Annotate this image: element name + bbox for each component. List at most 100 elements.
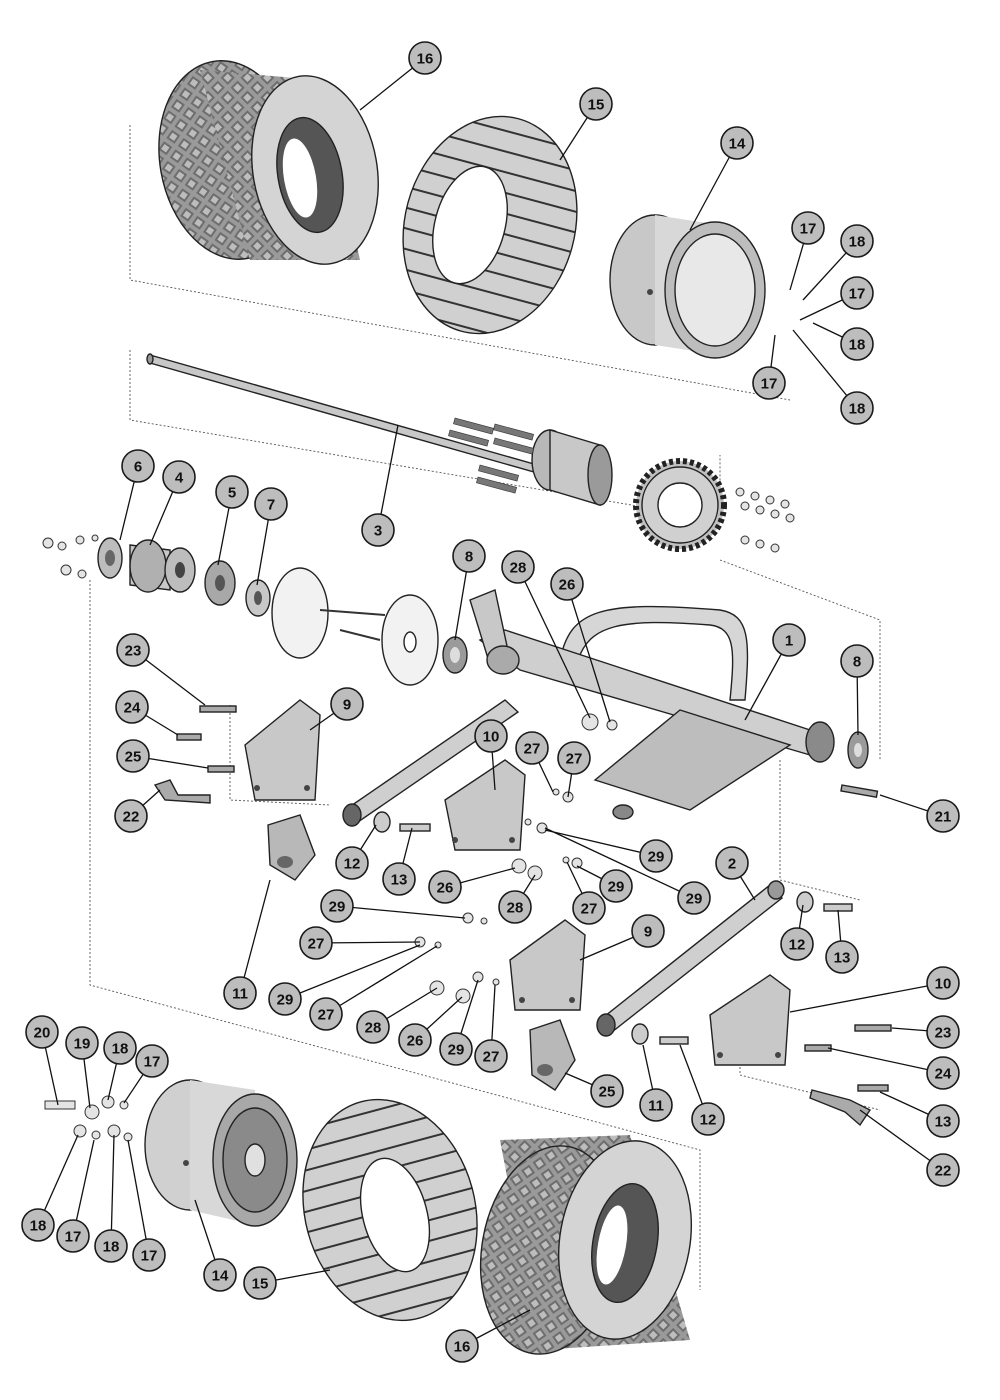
callout-number: 22 [123,809,140,826]
callout-27: 27 [515,731,549,765]
leader-line [315,941,421,944]
callout-number: 26 [437,880,454,897]
upper-torsion-bar [342,699,520,827]
callout-circle [572,891,606,925]
callout-28: 28 [498,890,532,924]
callout-circle [114,799,148,833]
callout-number: 5 [228,485,236,502]
callout-number: 27 [566,751,583,768]
callout-number: 12 [344,856,361,873]
callout-circle [515,731,549,765]
callout-circle [25,1015,59,1049]
callout-circle [215,475,249,509]
callout-number: 18 [30,1218,47,1235]
callout-number: 18 [849,234,866,251]
callout-number: 19 [74,1036,91,1053]
leader-line [325,945,438,1015]
top-tube-part-15 [402,115,578,335]
callout-12: 12 [691,1102,725,1136]
callout-circle [243,1266,277,1300]
callout-number: 22 [935,1163,952,1180]
callout-circle [557,741,591,775]
leader-line [284,944,421,1000]
callout-18: 18 [94,1229,128,1263]
callout-26: 26 [428,870,462,904]
callout-number: 24 [124,700,141,717]
callout-number: 17 [800,221,817,238]
leader-line [827,1047,944,1074]
callout-13: 13 [382,862,416,896]
callout-circle [398,1023,432,1057]
callout-number: 8 [465,549,473,566]
callout-number: 14 [729,136,746,153]
callout-29: 29 [320,889,354,923]
callout-number: 10 [935,976,952,993]
callout-number: 28 [365,1020,382,1037]
callout-circle [840,391,874,425]
callout-17: 17 [56,1219,90,1253]
callout-number: 27 [581,901,598,918]
top-tire-part-16 [158,60,379,265]
leader-line [789,982,944,1013]
callout-circle [445,1329,479,1363]
callout-10: 10 [474,719,508,753]
callout-circle [840,224,874,258]
callout-7: 7 [254,487,288,521]
callout-23: 23 [926,1015,960,1049]
callout-24: 24 [926,1056,960,1090]
callout-circle [715,846,749,880]
callout-circle [926,1015,960,1049]
callout-number: 28 [510,560,527,577]
callout-circle [162,460,196,494]
callout-circle [474,1039,508,1073]
callout-22: 22 [114,799,148,833]
leader-line [792,329,858,409]
callout-29: 29 [268,982,302,1016]
callout-number: 27 [308,936,325,953]
nut-part-8-right [847,731,869,769]
callout-circle [382,862,416,896]
callout-circle [408,41,442,75]
nut-washer-hardware [414,713,618,1004]
callout-9: 9 [330,687,364,721]
callout-number: 15 [588,97,605,114]
callout-18: 18 [840,327,874,361]
callout-circle [840,276,874,310]
callout-number: 26 [407,1033,424,1050]
callout-14: 14 [203,1258,237,1292]
callout-circle [752,366,786,400]
callout-number: 29 [608,879,625,896]
callout-number: 11 [648,1098,664,1115]
callout-circle [791,211,825,245]
callout-number: 9 [644,924,652,941]
callout-circle [254,487,288,521]
callout-number: 17 [141,1248,158,1265]
callout-number: 13 [391,872,408,889]
callout-circle [579,87,613,121]
leader-line [859,1109,944,1171]
callout-8: 8 [840,644,874,678]
callout-number: 4 [175,470,184,487]
callout-27: 27 [309,997,343,1031]
callout-circle [926,799,960,833]
callout-number: 18 [112,1041,129,1058]
callout-number: 17 [849,286,866,303]
callout-circle [639,839,673,873]
callout-circle [691,1102,725,1136]
callout-number: 29 [329,899,346,916]
callout-number: 23 [125,643,142,660]
callout-number: 1 [785,633,793,650]
callout-number: 27 [524,741,541,758]
clamp-part-11-upper [267,814,316,881]
callout-25: 25 [590,1074,624,1108]
callout-circle [452,539,486,573]
leader-line [127,1139,150,1256]
callout-circle [474,719,508,753]
callout-17: 17 [135,1044,169,1078]
callout-circle [825,940,859,974]
callout-number: 29 [686,891,703,908]
callout-number: 29 [648,849,665,866]
callout-circle [103,1031,137,1065]
callout-number: 15 [252,1276,269,1293]
sprocket-hub-assembly [448,417,795,553]
